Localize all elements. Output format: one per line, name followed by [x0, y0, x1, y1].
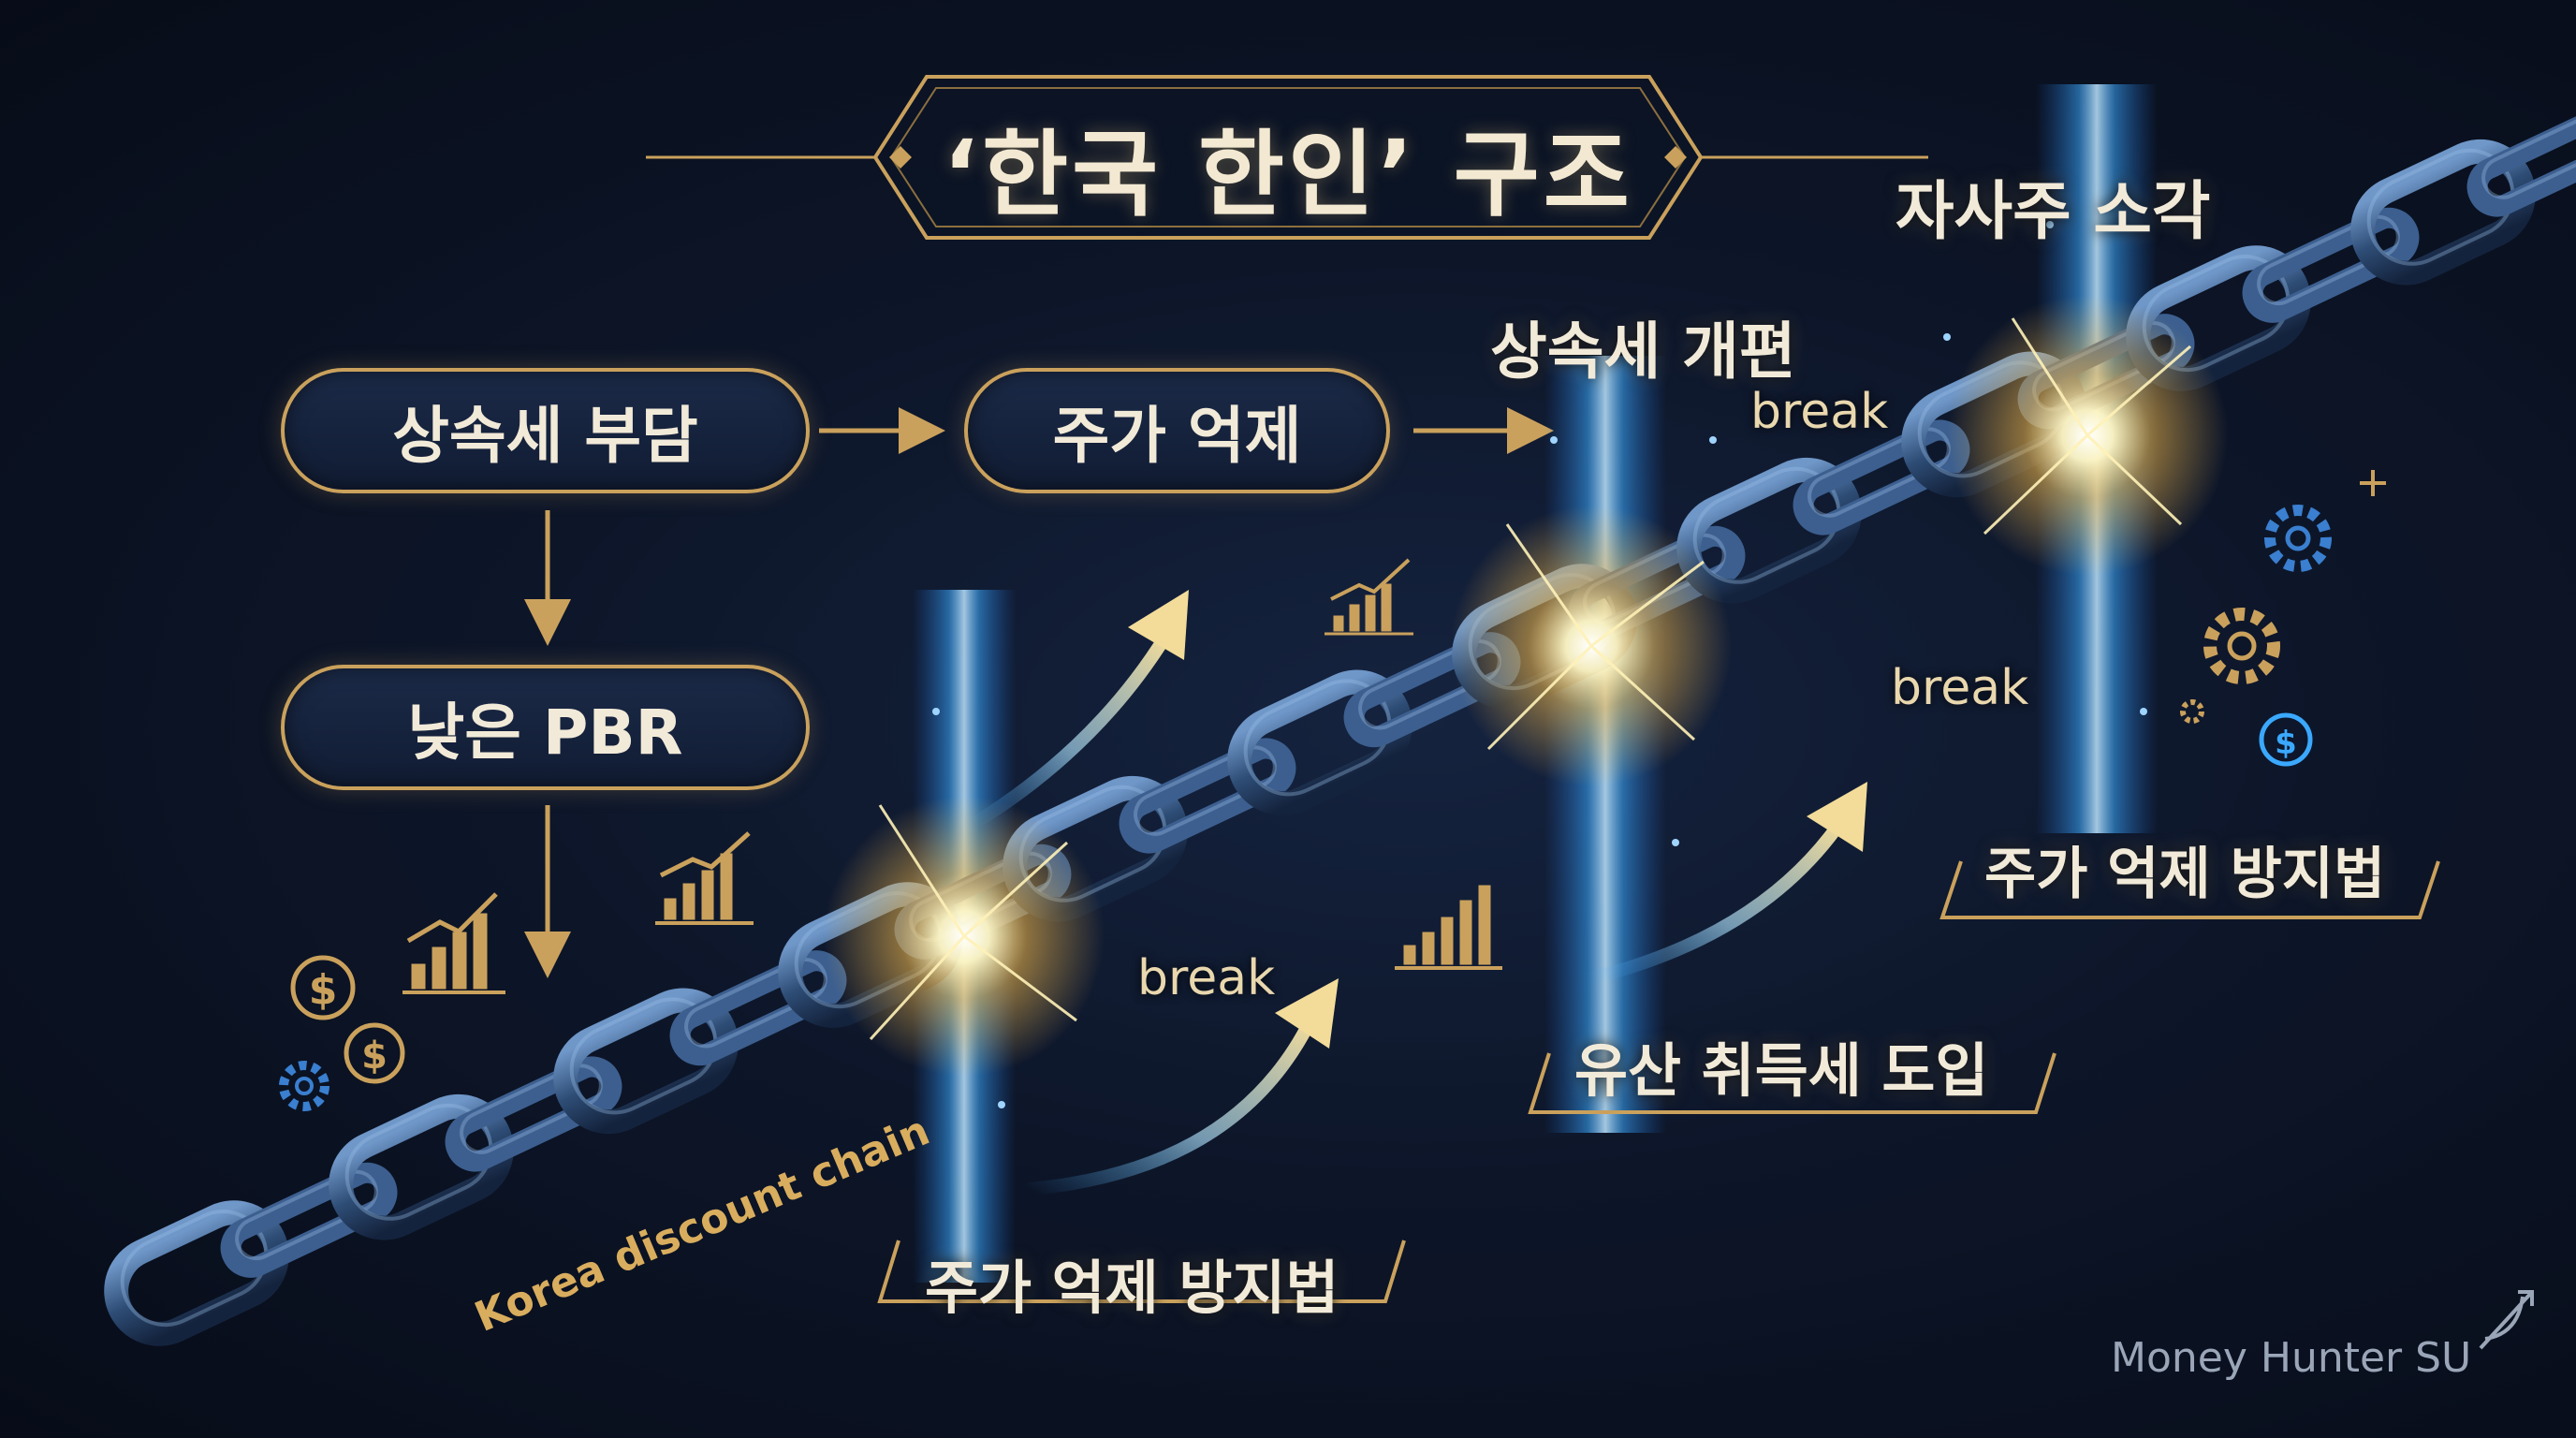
chain-link-highlight: [235, 1169, 378, 1261]
chain-link: [445, 1056, 622, 1172]
break-label-1: break: [1137, 950, 1276, 1006]
chain-link: [2466, 101, 2576, 217]
bar-chart-icon: [1395, 885, 1502, 970]
bar-chart-icon: [1325, 558, 1413, 636]
chain-link: [2350, 139, 2536, 286]
dollar-coin-icon: $: [344, 1022, 405, 1084]
sparkle-dots: [932, 221, 2147, 1108]
flow-arrows: [524, 407, 1554, 978]
chain-link-highlight: [1134, 745, 1277, 836]
chain-link: [1227, 669, 1412, 816]
chain-link: [329, 1093, 514, 1240]
legacy-acquisition-tax-label: 유산 취득세 도입: [1574, 1036, 1989, 1105]
chain-link: [553, 988, 739, 1135]
gear-icon: [279, 1061, 329, 1111]
brand-label: Money Hunter SU: [2111, 1334, 2472, 1382]
inheritance-burden-box: 상속세 부담: [281, 368, 810, 493]
bar-chart-icon: [402, 892, 505, 994]
anti-suppression-label-right: 주가 억제 방지법: [1984, 842, 2386, 907]
chain-link-highlight: [2481, 109, 2576, 199]
plus-sparkle-icon: [2360, 470, 2386, 496]
chain-link: [220, 1162, 398, 1278]
title-frame: [646, 75, 1928, 240]
inheritance-burden-label: 상속세 부담: [392, 400, 698, 472]
chain-link-highlight: [120, 1210, 269, 1328]
bar-chart-icon: [655, 831, 754, 925]
label-brackets: [877, 860, 2440, 1303]
diamond-ornament-right: [1664, 146, 1687, 169]
break-bursts: [824, 295, 2228, 1077]
chain-link-highlight: [569, 997, 718, 1115]
up-arrow-icon: [1275, 978, 1339, 1049]
stock-suppression-box: 주가 억제: [964, 368, 1390, 493]
up-arrow-icon: [1128, 590, 1189, 660]
break-label-2: break: [1750, 384, 1889, 440]
gear-icon: [2264, 505, 2332, 572]
chain-link-highlight: [684, 958, 827, 1049]
svg-text:$: $: [309, 966, 338, 1014]
chain-link-highlight: [1243, 679, 1392, 797]
dollar-coin-icon: $: [290, 955, 356, 1020]
gear-icon: [2203, 608, 2280, 684]
dollar-coin-icon: $: [2259, 712, 2313, 767]
chain-link-highlight: [344, 1103, 493, 1221]
diamond-ornament-left: [889, 146, 912, 169]
anti-suppression-label-left: 주가 억제 방지법: [925, 1254, 1339, 1322]
treasury-cancel-label: 자사주 소각: [1895, 175, 2211, 249]
spark-lines: [869, 317, 2191, 1041]
chain-link-highlight: [2257, 214, 2400, 306]
up-arrow-icon: [1585, 817, 1846, 985]
chain-link: [2242, 207, 2420, 323]
low-pbr-box: 낮은 PBR: [281, 665, 810, 790]
up-arrow-icon: [1807, 782, 1867, 852]
chain-link: [104, 1200, 289, 1346]
bow-arrow-icon: [2479, 1290, 2534, 1350]
up-arrow-icon: [1023, 1014, 1317, 1196]
low-pbr-label: 낮은 PBR: [407, 697, 683, 769]
chain-link-highlight: [460, 1064, 603, 1154]
chain-link: [1119, 738, 1296, 854]
svg-text:$: $: [2275, 725, 2297, 762]
reform-inheritance-label: 상속세 개편: [1490, 315, 1796, 388]
gear-icon: [2180, 699, 2204, 724]
svg-text:$: $: [361, 1034, 388, 1078]
chain-link-highlight: [1808, 427, 1951, 518]
stock-suppression-label: 주가 억제: [1052, 400, 1302, 472]
break-label-3: break: [1891, 660, 2029, 716]
chain-link-highlight: [2366, 148, 2515, 266]
page-title: ‘한국 한인’ 구조: [943, 120, 1633, 229]
